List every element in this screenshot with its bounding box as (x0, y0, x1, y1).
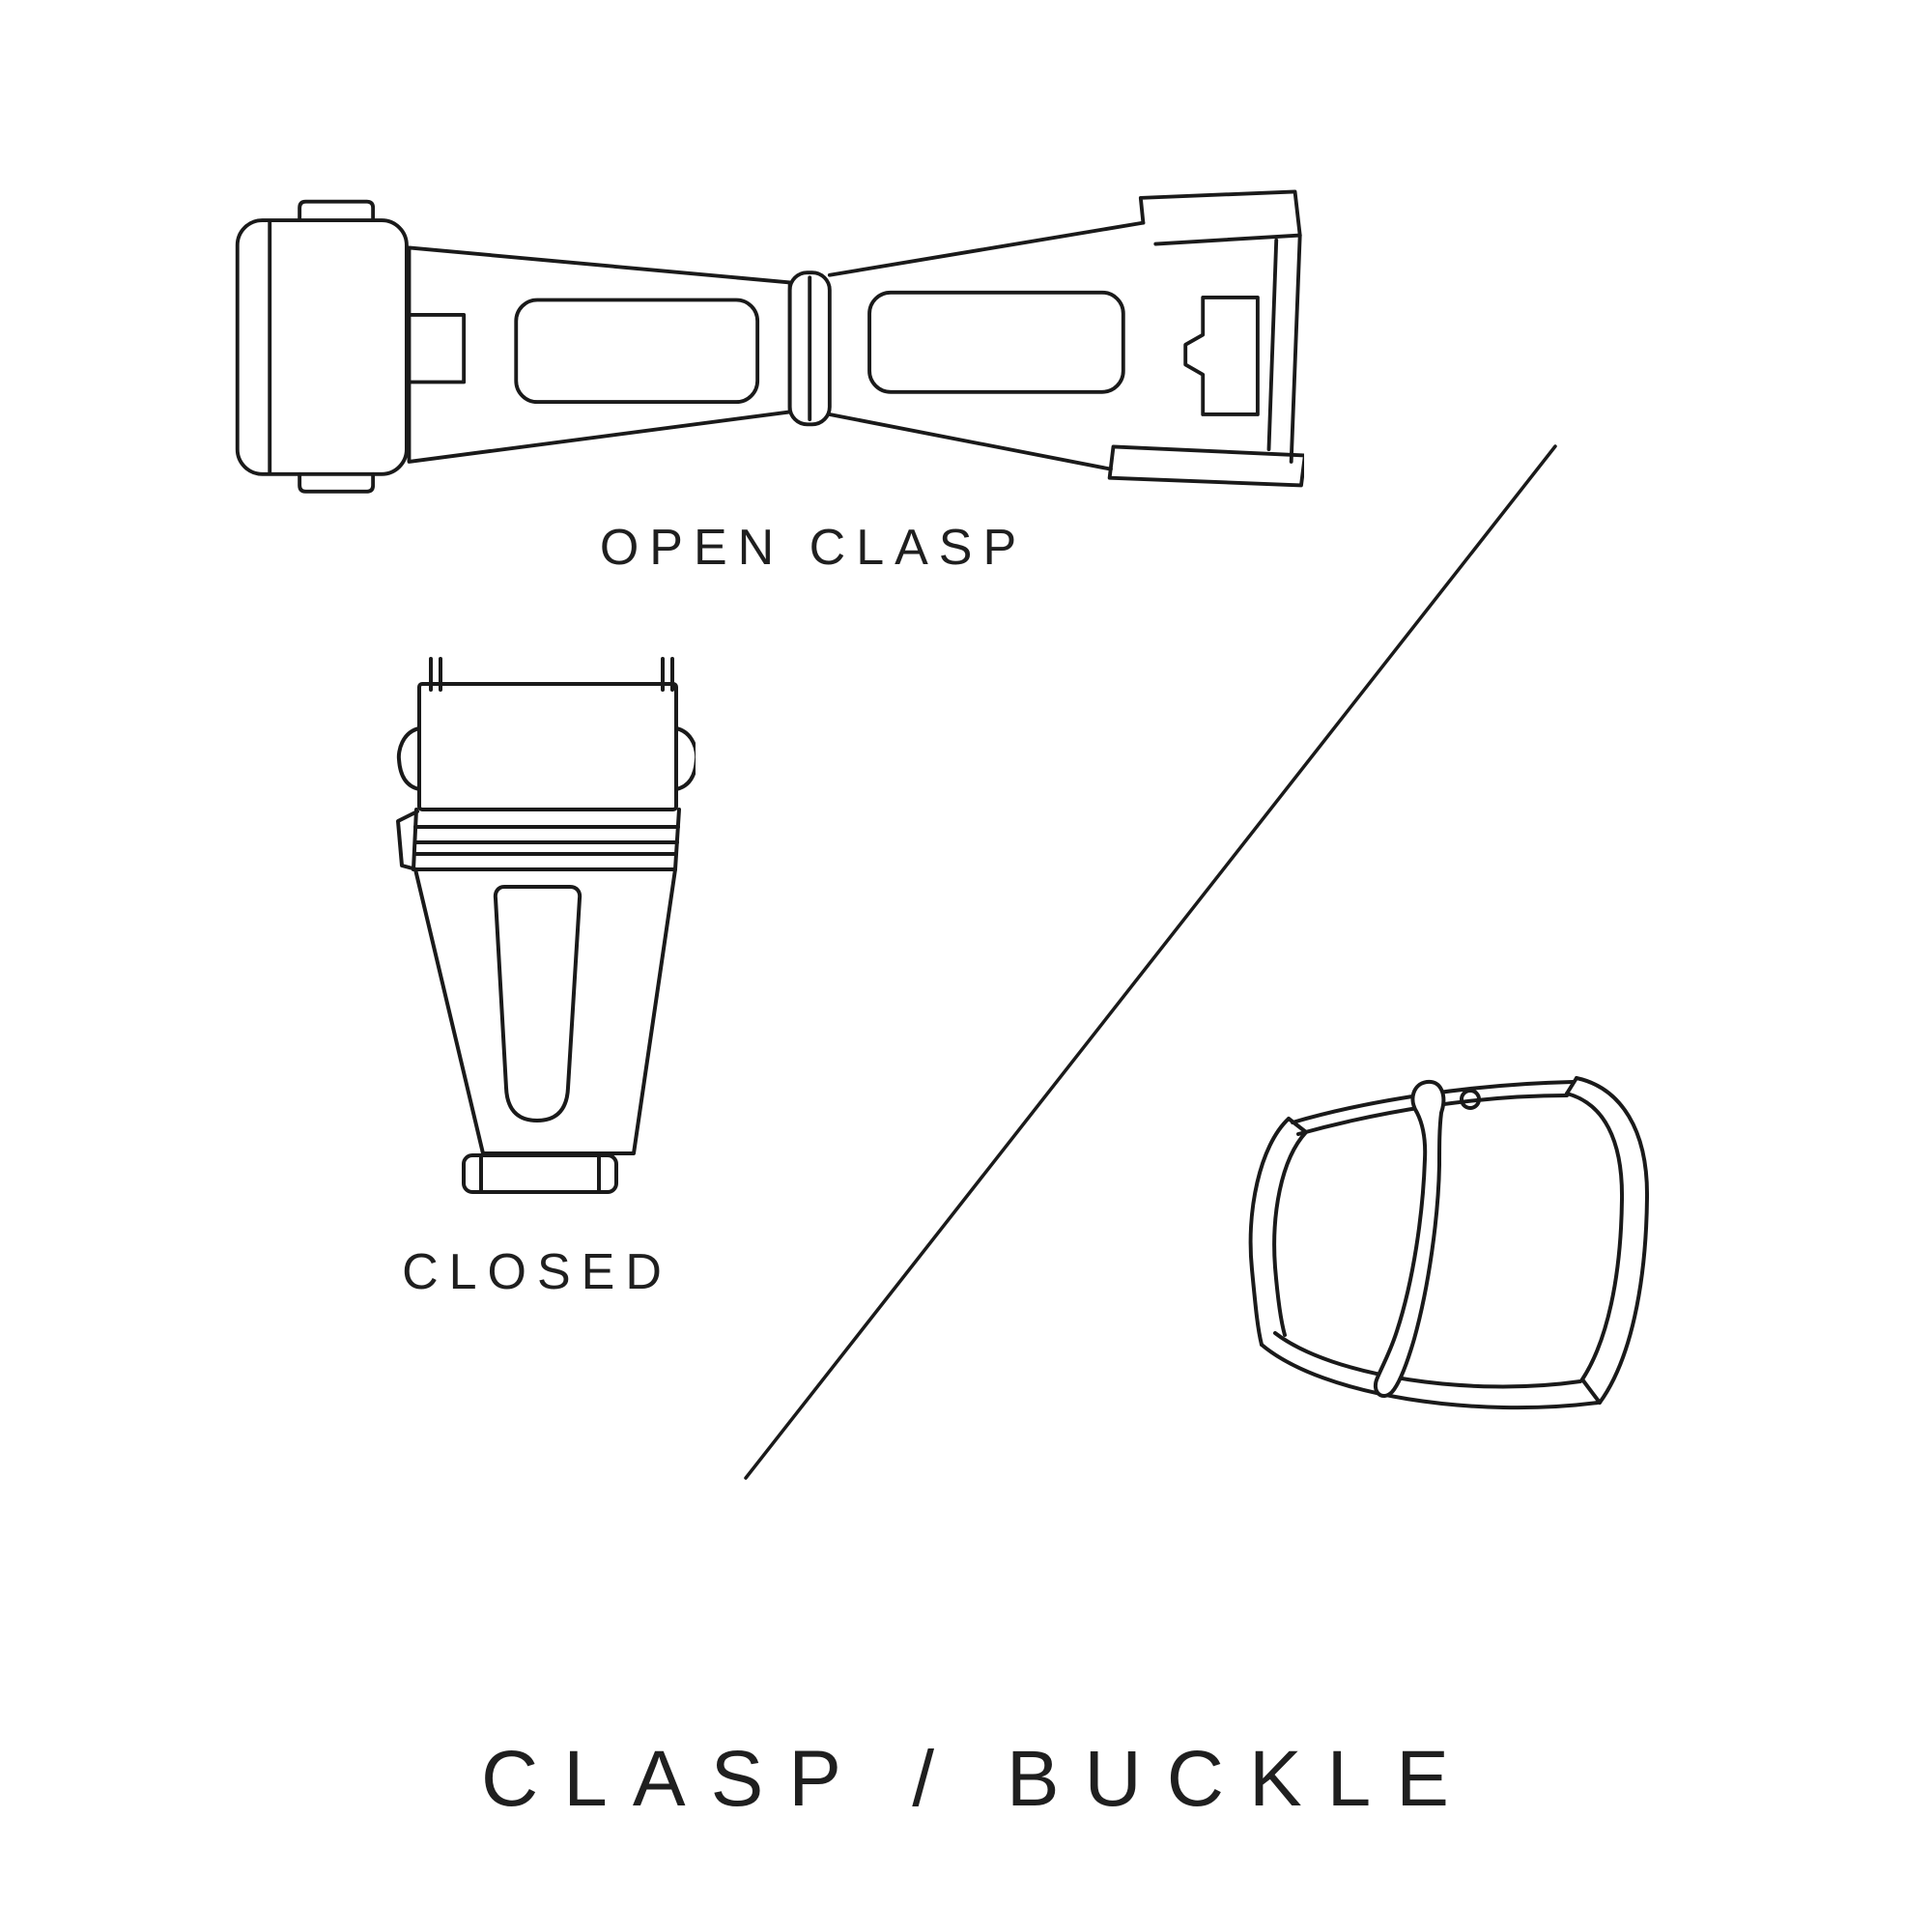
open-clasp-label: OPEN CLASP (599, 520, 1028, 576)
closed-clasp-illustration (396, 657, 696, 1194)
open-clasp-illustration (235, 189, 1304, 494)
buckle-illustration (1248, 1076, 1650, 1410)
closed-label: CLOSED (402, 1244, 672, 1300)
page-title: CLASP / BUCKLE (481, 1735, 1474, 1823)
buckle-tongue (1373, 1079, 1446, 1398)
